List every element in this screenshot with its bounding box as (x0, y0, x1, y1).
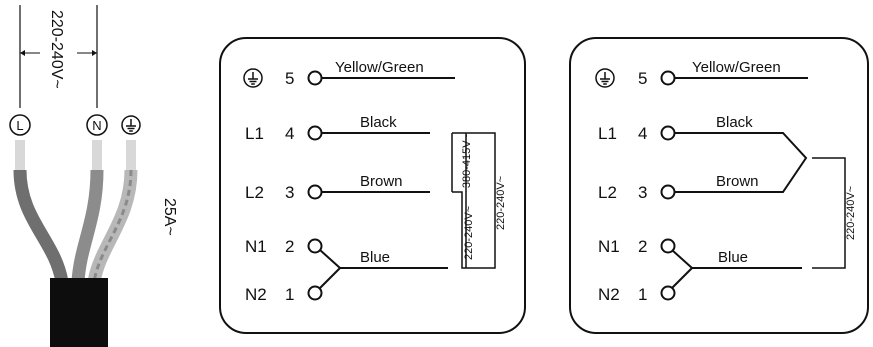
terminal-number-5: 5 (285, 69, 294, 88)
terminal-2 (307, 238, 323, 254)
code-n2: N2 (245, 285, 267, 304)
label-blue: Blue (718, 249, 748, 266)
wire-black-brown-joined (675, 132, 808, 193)
cable-sheath (50, 278, 108, 347)
voltage-bracket (452, 132, 496, 269)
label-yellow-green: Yellow/Green (692, 59, 781, 76)
terminal-number-3: 3 (285, 183, 294, 202)
terminal-3 (307, 184, 323, 200)
panel-frame (569, 37, 869, 334)
label-blue: Blue (360, 249, 390, 266)
terminal-number-5: 5 (638, 69, 647, 88)
code-l1: L1 (598, 124, 617, 143)
terminal-number-2: 2 (638, 237, 647, 256)
terminal-block-right: L1 L2 N1 N2 5 4 3 2 1 Yellow/Green Black… (569, 37, 869, 334)
voltage-220-240-label: 220-240V~ (845, 186, 857, 240)
code-n1: N1 (245, 237, 267, 256)
terminal-number-1: 1 (638, 285, 647, 304)
earth-icon (243, 68, 263, 88)
earth-wire-end (126, 140, 136, 170)
earth-icon (595, 68, 615, 88)
terminal-5 (307, 70, 323, 86)
terminal-1 (307, 285, 323, 301)
supply-voltage-label: 220-240V~ (48, 10, 65, 89)
terminal-1 (660, 285, 676, 301)
terminal-number-4: 4 (285, 124, 294, 143)
line-wire-end (15, 140, 25, 170)
svg-text:L: L (16, 118, 23, 133)
line-wire (13, 169, 69, 284)
terminal-2 (660, 238, 676, 254)
label-brown: Brown (716, 173, 759, 190)
voltage-380-415-label: 380-415V~ (461, 134, 473, 188)
label-black: Black (716, 114, 753, 131)
code-n1: N1 (598, 237, 620, 256)
line-terminal-icon: L (9, 114, 31, 136)
current-rating-label: 25A~ (161, 198, 178, 236)
neutral-wire-end (92, 140, 102, 170)
voltage-220-240-a-label: 220-240V~ (463, 206, 475, 260)
voltage-220-240-b-label: 220-240V~ (495, 176, 507, 230)
neutral-wire (71, 169, 104, 283)
terminal-number-4: 4 (638, 124, 647, 143)
label-black: Black (360, 114, 397, 131)
code-l1: L1 (245, 124, 264, 143)
svg-text:N: N (92, 118, 101, 133)
code-l2: L2 (598, 183, 617, 202)
neutral-terminal-icon: N (86, 114, 108, 136)
terminal-number-1: 1 (285, 285, 294, 304)
earth-terminal-icon (121, 115, 141, 135)
label-brown: Brown (360, 173, 403, 190)
voltage-bracket (812, 157, 846, 269)
terminal-number-3: 3 (638, 183, 647, 202)
label-yellow-green: Yellow/Green (335, 59, 424, 76)
terminal-3 (660, 184, 676, 200)
terminal-4 (307, 125, 323, 141)
terminal-4 (660, 125, 676, 141)
terminal-number-2: 2 (285, 237, 294, 256)
supply-cable: 220-240V~ L N 25A~ (9, 5, 178, 347)
terminal-5 (660, 70, 676, 86)
code-l2: L2 (245, 183, 264, 202)
code-n2: N2 (598, 285, 620, 304)
panel-frame (219, 37, 526, 334)
terminal-block-left: L1 L2 N1 N2 5 4 3 2 1 Yellow/Green Black… (219, 37, 526, 334)
